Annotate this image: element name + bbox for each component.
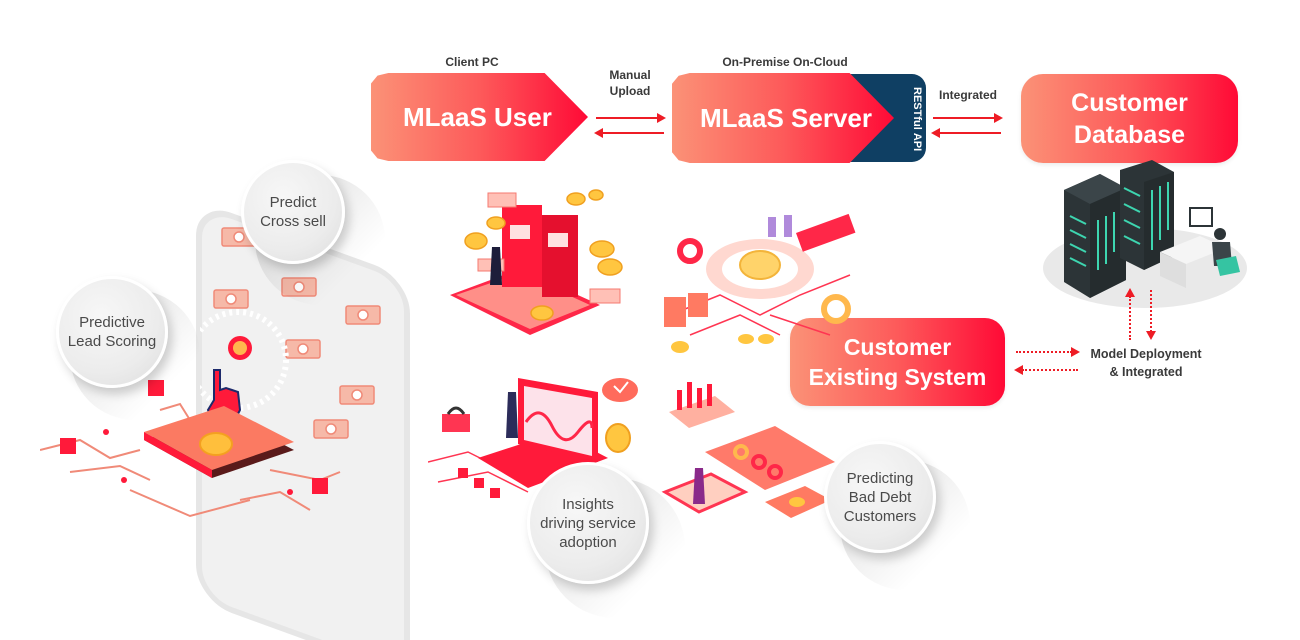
person-icon	[506, 392, 518, 438]
cash-stack-icon	[345, 305, 381, 325]
deployment-arrow-right	[1016, 347, 1080, 357]
integrated-label: Integrated	[938, 88, 997, 102]
cash-stack-icon	[313, 419, 349, 439]
cash-stack-icon	[213, 289, 249, 309]
deployment-arrow-up	[1125, 288, 1135, 340]
model-deployment-line2: & Integrated	[1109, 365, 1183, 379]
analytics-hub-illustration	[664, 213, 856, 353]
model-deployment-line1: Model Deployment	[1090, 347, 1202, 361]
atm-banking-illustration	[450, 189, 623, 335]
server-room-illustration	[1043, 160, 1247, 308]
mlaas-user-label: MLaaS User	[403, 101, 552, 132]
dashboard-board	[705, 426, 835, 490]
bubble-insights-driving-service-adoption: Insights driving service adoption	[527, 462, 649, 584]
integrated-arrow-left	[931, 128, 1001, 138]
mlaas-server-label: MLaaS Server	[700, 102, 872, 133]
deployment-arrow-down	[1146, 290, 1156, 340]
bubble-line: Insights	[562, 495, 614, 513]
person-icon	[693, 468, 705, 504]
model-deployment-label: Model Deployment & Integrated	[1078, 345, 1214, 381]
existing-system-line1: Customer	[843, 334, 952, 360]
bubble-predicting-bad-debt-customers: Predicting Bad Debt Customers	[824, 441, 936, 553]
bubble-predict-cross-sell: Predict Cross sell	[241, 160, 345, 264]
upload-arrow-left	[594, 128, 664, 138]
laptop-insights-illustration	[428, 378, 638, 498]
customer-database-line2: Database	[1073, 120, 1186, 149]
bubble-line: Predict	[269, 194, 317, 211]
bubble-line: Predictive	[79, 314, 145, 331]
padlock-icon	[442, 406, 470, 432]
integrated-arrow-right	[933, 113, 1003, 123]
customer-existing-system-box: Customer Existing System	[790, 318, 1005, 406]
customer-database-line1: Customer	[1071, 88, 1188, 117]
fan-unit-icon	[796, 213, 856, 252]
restful-api-label: RESTful API	[897, 84, 923, 154]
target-ring	[200, 309, 289, 411]
api-label: API	[911, 132, 923, 152]
mlaas-user-box: MLaaS User	[371, 73, 588, 161]
desk-icon	[1160, 207, 1226, 288]
person-icon	[768, 215, 792, 237]
bubble-line: Cross sell	[260, 213, 326, 230]
bar-chart-icon	[677, 382, 712, 410]
deployment-arrow-left	[1014, 365, 1078, 375]
cash-stack-icon	[339, 385, 375, 405]
person-icon	[1212, 228, 1240, 276]
upload-arrow-right	[596, 113, 666, 123]
bubble-line: Predicting	[846, 469, 914, 487]
donut-chart-icon	[677, 238, 851, 324]
dashboard-reports-illustration	[661, 382, 835, 518]
cash-stack-icon	[285, 339, 321, 359]
on-premise-label: On-Premise On-Cloud	[722, 55, 848, 69]
client-pc-label: Client PC	[445, 55, 499, 69]
cloud-shield-icon	[602, 378, 638, 402]
bitcoin-coin-icon	[739, 250, 781, 280]
server-block-icon	[664, 293, 708, 327]
server-rack-icon	[1120, 160, 1174, 270]
bubble-line: adoption	[559, 533, 617, 551]
atm-machine-icon	[502, 205, 578, 297]
bitcoin-coin-icon	[789, 497, 805, 507]
bubble-line: driving service	[540, 514, 636, 532]
manual-upload-label: Manual Upload	[598, 67, 662, 99]
bubble-predictive-lead-scoring: Predictive Lead Scoring	[56, 276, 168, 388]
person-icon	[490, 247, 502, 285]
existing-system-line2: Existing System	[808, 364, 987, 390]
bubble-line: Lead Scoring	[67, 333, 157, 350]
customer-database-box: Customer Database	[1021, 74, 1238, 163]
bitcoin-coin-icon	[228, 336, 252, 360]
cash-stack-icon	[281, 277, 317, 297]
server-rack-icon	[1064, 174, 1126, 298]
bubble-line: Customers	[843, 507, 917, 525]
bitcoin-coin-icon	[199, 432, 233, 456]
manual-upload-line1: Manual	[609, 68, 651, 82]
bubble-line: Bad Debt	[848, 488, 912, 506]
manual-upload-line2: Upload	[609, 84, 651, 98]
bitcoin-coin-icon	[605, 423, 631, 453]
restful-label: RESTful	[911, 86, 923, 130]
lead-scoring-chip-illustration	[40, 380, 341, 518]
donut-chart-icon	[733, 444, 783, 480]
bitcoin-coin-icon	[464, 189, 623, 321]
mlaas-server-box: MLaaS Server	[672, 73, 894, 163]
